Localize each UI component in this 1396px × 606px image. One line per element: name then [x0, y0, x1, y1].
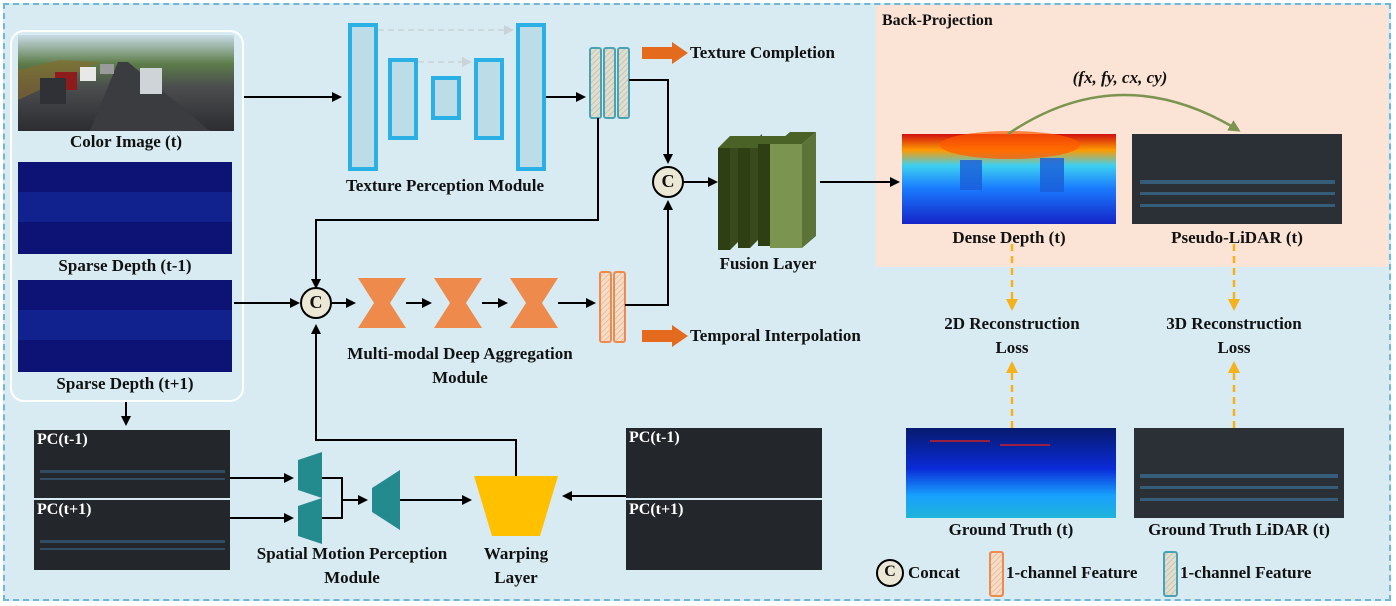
pc-left-prev-label: PC(t-1): [37, 431, 88, 448]
temporal-interpolation-arrow: [642, 325, 688, 347]
ground-truth-lidar-image: [1134, 428, 1344, 518]
sparse-depth-prev-label: Sparse Depth (t-1): [58, 256, 192, 275]
texture-perception-label: Texture Perception Module: [346, 176, 544, 195]
legend-orange-feature-label: 1-channel Feature: [1006, 563, 1138, 582]
pc-right-prev-panel: [626, 428, 822, 498]
legend-orange-feature-icon: [989, 551, 1004, 597]
loss-2d-line1: 2D Reconstruction: [944, 314, 1080, 333]
texture-completion-arrow: [642, 42, 688, 64]
ground-truth-depth-image: [906, 428, 1116, 518]
legend-concat-label: Concat: [908, 563, 960, 582]
texture-perception-module: [348, 23, 546, 171]
gt-lidar-label: Ground Truth LiDAR (t): [1148, 520, 1330, 539]
fusion-layer-label: Fusion Layer: [719, 254, 817, 273]
legend-concat-symbol: C: [884, 563, 896, 580]
concat-symbol-top: C: [661, 171, 675, 191]
multi-modal-aggregation-module: [358, 278, 558, 328]
pc-right-next-label: PC(t+1): [629, 501, 684, 518]
mdam-label-line2: Module: [432, 368, 488, 387]
concat-symbol-bottom: C: [309, 292, 323, 312]
legend-blue-feature-label: 1-channel Feature: [1180, 563, 1312, 582]
dense-depth-label: Dense Depth (t): [952, 228, 1066, 247]
temporal-interpolation-label: Temporal Interpolation: [690, 326, 861, 345]
sparse-depth-next-label: Sparse Depth (t+1): [56, 374, 194, 393]
pc-left-next-panel: [34, 500, 230, 570]
legend-concat-icon: [876, 559, 904, 587]
texture-completion-label: Texture Completion: [690, 43, 835, 62]
concat-node-top: [652, 166, 684, 198]
smpm-label-line1: Spatial Motion Perception: [256, 544, 448, 563]
warping-label-line1: Warping: [483, 544, 549, 563]
loss-2d-line2: Loss: [995, 338, 1029, 357]
pseudo-lidar-image: [1132, 134, 1342, 224]
camera-intrinsics-label: (fx, fy, cx, cy): [1072, 68, 1168, 87]
loss-3d-line1: 3D Reconstruction: [1166, 314, 1302, 333]
pc-left-prev-panel: [34, 430, 230, 498]
fusion-layer: [718, 132, 816, 250]
smpm-label-line2: Module: [324, 568, 380, 587]
loss-3d-line2: Loss: [1217, 338, 1251, 357]
mdam-label-line1: Multi-modal Deep Aggregation: [347, 344, 573, 363]
warping-layer: [474, 476, 558, 536]
pseudo-lidar-label: Pseudo-LiDAR (t): [1171, 228, 1303, 247]
warping-label-line2: Layer: [494, 568, 538, 587]
pc-left-next-label: PC(t+1): [37, 501, 92, 518]
color-image-label: Color Image (t): [69, 132, 183, 151]
concat-node-bottom: [300, 287, 332, 319]
pc-right-prev-label: PC(t-1): [629, 429, 680, 446]
gt-depth-label: Ground Truth (t): [948, 520, 1074, 539]
legend-blue-feature-icon: [1163, 551, 1178, 597]
back-projection-title: Back-Projection: [882, 12, 993, 29]
pc-right-next-panel: [626, 500, 822, 570]
spatial-motion-perception-module: [298, 452, 400, 544]
